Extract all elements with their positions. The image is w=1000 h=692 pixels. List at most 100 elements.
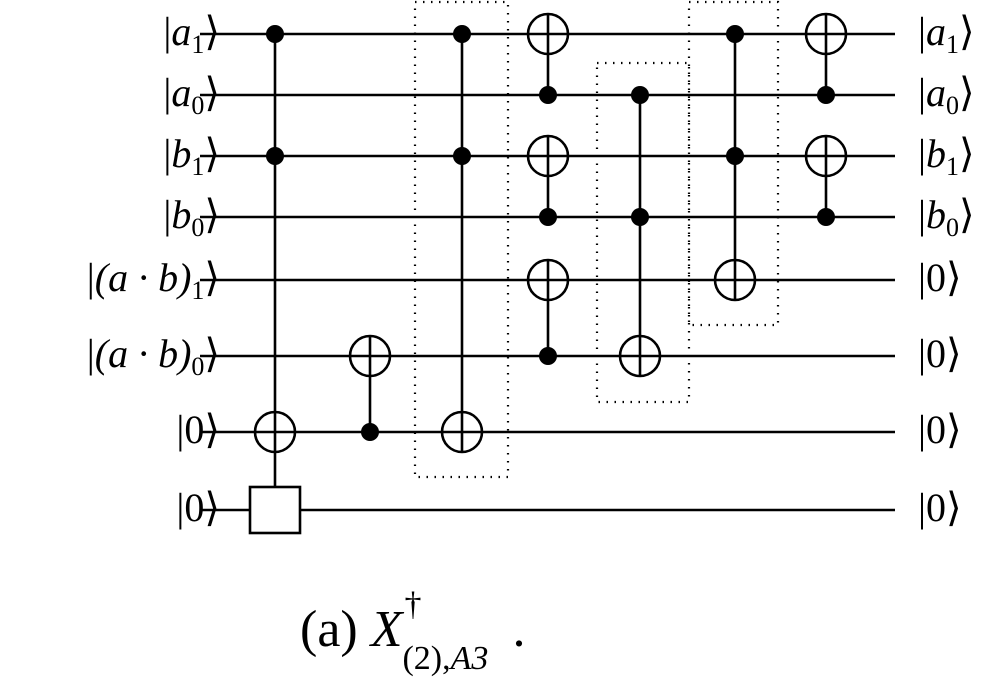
ket-close: ⟩ (959, 9, 975, 54)
control-dot (266, 147, 284, 165)
ket-open: | (918, 131, 927, 176)
ket-subscript: 0 (191, 352, 205, 381)
ket-open: | (918, 485, 927, 530)
ket-symbol: 0 (926, 331, 947, 376)
ket-open: | (918, 9, 927, 54)
ket-open: | (918, 331, 927, 376)
ket-open: | (163, 192, 172, 237)
ket-close: ⟩ (204, 485, 220, 530)
ket-open: | (163, 70, 172, 115)
ket-open: | (163, 9, 172, 54)
input-label-b0: |b0⟩ (163, 195, 220, 241)
ket-close: ⟩ (946, 331, 962, 376)
ket-open: | (918, 407, 927, 452)
ket-close: ⟩ (204, 70, 220, 115)
input-label-a1: |a1⟩ (163, 12, 220, 58)
box-gate (248, 485, 302, 535)
ket-symbol: a (926, 70, 947, 115)
target-xor-icon (713, 258, 757, 302)
ket-close: ⟩ (946, 255, 962, 300)
control-dot (361, 423, 379, 441)
ket-symbol: (a · b) (94, 331, 192, 376)
input-label-a0: |a0⟩ (163, 73, 220, 119)
input-label-b1: |b1⟩ (163, 134, 220, 180)
ket-close: ⟩ (946, 407, 962, 452)
ket-close: ⟩ (204, 255, 220, 300)
control-dot (539, 86, 557, 104)
control-dot (817, 86, 835, 104)
input-label-anc1: |0⟩ (176, 410, 220, 450)
target-xor-icon (526, 258, 570, 302)
ket-symbol: a (926, 9, 947, 54)
ket-subscript: 1 (946, 30, 960, 59)
ket-open: | (176, 485, 185, 530)
ket-symbol: 0 (926, 485, 947, 530)
target-xor-icon (804, 12, 848, 56)
ket-open: | (918, 70, 927, 115)
ket-symbol: (a · b) (94, 255, 192, 300)
ket-open: | (86, 331, 95, 376)
input-label-anc2: |0⟩ (176, 488, 220, 528)
ket-subscript: 0 (946, 91, 960, 120)
control-dot (453, 25, 471, 43)
output-label-ab0: |0⟩ (918, 334, 962, 374)
target-xor-icon (526, 12, 570, 56)
caption-subscript-rest: A3 (450, 640, 489, 677)
ket-close: ⟩ (959, 192, 975, 237)
caption-symbol: X (370, 601, 403, 658)
ket-symbol: b (926, 131, 947, 176)
caption-prefix: (a) (300, 601, 358, 658)
ket-symbol: b (171, 192, 192, 237)
ket-symbol: b (926, 192, 947, 237)
output-label-b1: |b1⟩ (918, 134, 975, 180)
ket-symbol: 0 (184, 407, 205, 452)
ket-symbol: 0 (184, 485, 205, 530)
ket-subscript: 1 (191, 152, 205, 181)
control-dot (539, 347, 557, 365)
figure-caption: (a) X† (2),A3. (300, 586, 526, 677)
ket-symbol: a (171, 70, 192, 115)
output-label-anc2: |0⟩ (918, 488, 962, 528)
target-xor-icon (440, 410, 484, 454)
ket-open: | (176, 407, 185, 452)
ket-close: ⟩ (204, 9, 220, 54)
caption-subscript-paren: (2) (402, 640, 443, 677)
caption-suffix: . (512, 601, 526, 658)
control-dot (539, 208, 557, 226)
ket-symbol: a (171, 9, 192, 54)
output-label-anc1: |0⟩ (918, 410, 962, 450)
control-dot (817, 208, 835, 226)
caption-superscript: † (404, 586, 422, 623)
ket-close: ⟩ (204, 192, 220, 237)
target-xor-icon (526, 134, 570, 178)
ket-open: | (86, 255, 95, 300)
ket-close: ⟩ (959, 131, 975, 176)
target-xor-icon (618, 334, 662, 378)
output-label-a1: |a1⟩ (918, 12, 975, 58)
ket-subscript: 0 (946, 213, 960, 242)
ket-close: ⟩ (959, 70, 975, 115)
dotted-group-box (687, 0, 780, 327)
control-dot (631, 208, 649, 226)
control-dot (726, 25, 744, 43)
ket-subscript: 0 (191, 213, 205, 242)
input-label-ab0: |(a · b)0⟩ (87, 334, 220, 380)
ket-close: ⟩ (204, 131, 220, 176)
ket-symbol: 0 (926, 407, 947, 452)
output-label-ab1: |0⟩ (918, 258, 962, 298)
ket-close: ⟩ (204, 407, 220, 452)
output-label-a0: |a0⟩ (918, 73, 975, 119)
output-label-b0: |b0⟩ (918, 195, 975, 241)
ket-open: | (918, 255, 927, 300)
ket-subscript: 0 (191, 91, 205, 120)
ket-subscript: 1 (191, 30, 205, 59)
caption-scripts: † (2),A3 (402, 586, 512, 677)
caption-subscript: (2),A3 (402, 640, 489, 677)
ket-open: | (918, 192, 927, 237)
ket-subscript: 1 (946, 152, 960, 181)
gates-layer (248, 12, 848, 535)
target-xor-icon (348, 334, 392, 378)
ket-symbol: b (171, 131, 192, 176)
control-dot (266, 25, 284, 43)
